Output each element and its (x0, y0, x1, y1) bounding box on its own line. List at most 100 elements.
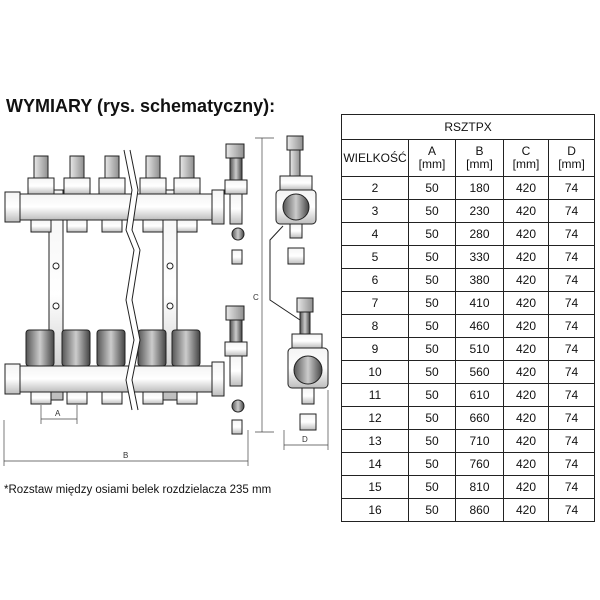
table-cell: 420 (503, 360, 549, 384)
table-cell: 74 (547, 360, 596, 384)
table-cell: 74 (547, 245, 596, 269)
table-cell: 74 (547, 291, 596, 315)
mount-hole (166, 262, 174, 270)
table-cell: 50 (408, 360, 456, 384)
table-cell: 8 (341, 314, 409, 338)
table-cell: 420 (503, 222, 549, 246)
page-title: WYMIARY (rys. schematyczny): (6, 96, 276, 116)
column-header-b: B [mm] (455, 139, 504, 177)
table-cell: 420 (503, 314, 549, 338)
table-cell: 50 (408, 314, 456, 338)
end-fittings-front (224, 143, 248, 435)
table-cell: 420 (503, 268, 549, 292)
table-cell: 510 (455, 337, 504, 361)
top-flowmeters (27, 155, 201, 195)
top-manifold-bar (17, 193, 215, 221)
table-cell: 420 (503, 245, 549, 269)
table-cell: 74 (547, 199, 596, 223)
manifold-schematic: A B C D (3, 135, 329, 466)
table-cell: 5 (341, 245, 409, 269)
table-cell: 410 (455, 291, 504, 315)
table-cell: 460 (455, 314, 504, 338)
table-cell: 50 (408, 452, 456, 476)
table-cell: 760 (455, 452, 504, 476)
mount-hole (52, 302, 60, 310)
dimensions-table: RSZTPX WIELKOŚĆ A [mm] B [mm] C [mm] D [… (340, 114, 596, 522)
table-cell: 860 (455, 498, 504, 522)
table-cell: 50 (408, 337, 456, 361)
table-cell: 3 (341, 199, 409, 223)
footnote: *Rozstaw między osiami belek rozdzielacz… (4, 484, 272, 496)
bottom-valve-knobs (25, 329, 201, 367)
table-cell: 15 (341, 475, 409, 499)
table-cell: 180 (455, 176, 504, 200)
table-cell: 74 (547, 176, 596, 200)
front-view (4, 143, 248, 435)
table-cell: 50 (408, 199, 456, 223)
table-cell: 11 (341, 383, 409, 407)
table-cell: 420 (503, 452, 549, 476)
table-cell: 420 (503, 337, 549, 361)
column-header-c: C [mm] (503, 139, 549, 177)
dimension-label-c: C (253, 293, 259, 302)
top-bar-end-right (211, 189, 225, 225)
table-cell: 710 (455, 429, 504, 453)
table-cell: 74 (547, 498, 596, 522)
table-cell: 660 (455, 406, 504, 430)
table-cell: 420 (503, 176, 549, 200)
table-cell: 74 (547, 406, 596, 430)
table-cell: 560 (455, 360, 504, 384)
column-header-d: D [mm] (547, 139, 596, 177)
table-cell: 10 (341, 360, 409, 384)
table-cell: 14 (341, 452, 409, 476)
table-cell: 74 (547, 337, 596, 361)
top-outlets (30, 219, 198, 233)
table-cell: 74 (547, 268, 596, 292)
table-cell: 420 (503, 291, 549, 315)
bottom-bar-end-left (4, 363, 21, 395)
table-cell: 2 (341, 176, 409, 200)
table-cell: 50 (408, 176, 456, 200)
table-cell: 74 (547, 452, 596, 476)
table-cell: 50 (408, 245, 456, 269)
table-cell: 9 (341, 337, 409, 361)
bottom-manifold-bar (17, 365, 215, 393)
mount-hole (52, 262, 60, 270)
table-cell: 50 (408, 383, 456, 407)
table-cell: 74 (547, 475, 596, 499)
side-view (269, 135, 329, 431)
table-cell: 50 (408, 268, 456, 292)
table-cell: 420 (503, 429, 549, 453)
table-cell: 280 (455, 222, 504, 246)
table-cell: 420 (503, 199, 549, 223)
table-cell: 810 (455, 475, 504, 499)
table-cell: 50 (408, 429, 456, 453)
table-cell: 50 (408, 291, 456, 315)
table-cell: 610 (455, 383, 504, 407)
bottom-outlets (30, 391, 198, 405)
table-model-header: RSZTPX (340, 114, 596, 140)
table-cell: 74 (547, 429, 596, 453)
table-cell: 50 (408, 222, 456, 246)
table-cell: 16 (341, 498, 409, 522)
dimension-lines (3, 137, 329, 466)
column-header-size: WIELKOŚĆ (341, 139, 409, 177)
table-cell: 74 (547, 314, 596, 338)
dimension-label-b: B (123, 451, 128, 460)
table-cell: 420 (503, 498, 549, 522)
table-cell: 12 (341, 406, 409, 430)
connecting-pipe (269, 225, 301, 321)
table-cell: 50 (408, 475, 456, 499)
table-cell: 420 (503, 406, 549, 430)
table-cell: 74 (547, 222, 596, 246)
